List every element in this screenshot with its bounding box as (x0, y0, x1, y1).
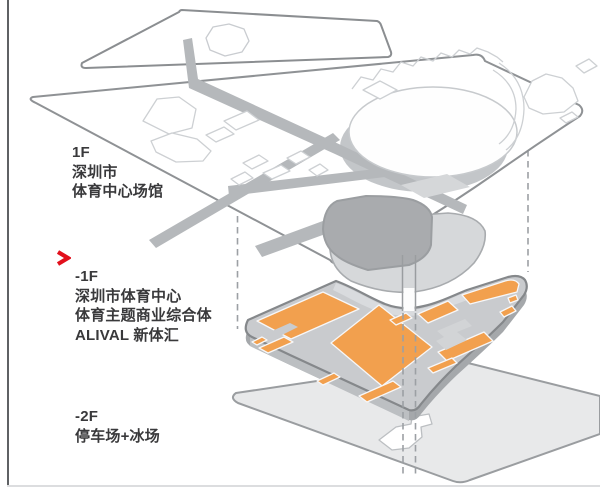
projection-column (401, 255, 417, 311)
floor-name-line: 深圳市体育中心 (75, 287, 182, 305)
level-minus1-plate (244, 274, 528, 421)
floor-name-line: 深圳市 (72, 163, 118, 181)
chevron-stroke (56, 250, 73, 266)
building-outline (262, 164, 291, 180)
zone-notch (272, 323, 298, 336)
sawtooth-outline (351, 47, 504, 90)
retail-zone (427, 357, 458, 374)
building-outline (559, 111, 579, 124)
retail-zone (251, 336, 268, 346)
building-outline (242, 154, 269, 170)
arc-outline (498, 62, 525, 151)
floor-name-line: 停车场+冰场 (75, 427, 160, 445)
retail-zone (437, 331, 494, 362)
floor-code: 1F (72, 144, 90, 161)
retail-zone (358, 380, 402, 403)
retail-zones (251, 279, 520, 403)
gray-court-zone (436, 319, 472, 350)
stadium-surround-outline (351, 47, 525, 151)
floor-name-line: 体育主题商业综合体 (75, 307, 212, 324)
floor-label-1f: 1F 深圳市 体育中心场馆 (72, 143, 163, 202)
floor-name-line: 体育中心场馆 (72, 183, 164, 200)
column-face (403, 288, 415, 311)
building-outline (523, 73, 579, 115)
building-outline (230, 171, 254, 186)
retail-zone (417, 300, 459, 324)
retail-zone (507, 294, 519, 304)
floor-name-line: ALIVAL 新体汇 (75, 326, 179, 344)
arena-footprint (322, 195, 433, 271)
page-bottom-rule (7, 485, 600, 487)
projection-dashed-lines-lower (236, 150, 529, 476)
floor-code: -1F (75, 268, 99, 285)
retail-zone (389, 312, 413, 326)
building-footprints (142, 58, 598, 186)
building-outline (205, 126, 235, 143)
retail-zone (316, 372, 341, 386)
building-outline (362, 80, 398, 100)
site-octagon-outline (205, 23, 250, 57)
building-outline (150, 132, 212, 163)
walkway-band (183, 38, 467, 214)
building-outline (223, 110, 260, 131)
red-chevron-right-icon (55, 250, 73, 266)
retail-zone (461, 279, 520, 305)
retail-zone (499, 305, 517, 318)
floor-label-minus1: -1F 深圳市体育中心 体育主题商业综合体 ALIVAL 新体汇 (75, 267, 212, 345)
level-1f-plate (29, 38, 598, 294)
building-outline (308, 163, 329, 177)
building-outline (575, 58, 598, 74)
retail-zone (258, 336, 294, 354)
stadium-ellipse (348, 86, 518, 178)
arc-outline (492, 69, 517, 145)
site-boundary-plate (80, 9, 393, 69)
floor-label-minus2: -2F 停车场+冰场 (75, 407, 160, 446)
walkway-band (228, 168, 385, 196)
building-outline (286, 150, 311, 165)
plaza-quad (401, 174, 470, 198)
page-left-rule (7, 0, 9, 486)
floor-code: -2F (75, 408, 99, 425)
